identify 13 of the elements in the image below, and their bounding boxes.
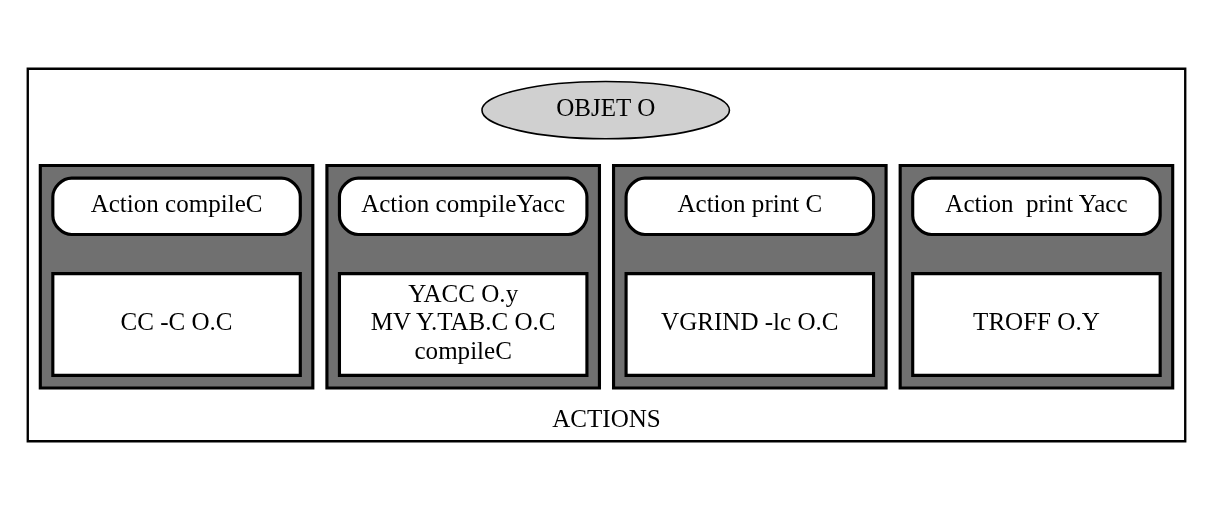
node-box: Action print Yacc — [911, 176, 1162, 236]
node-box: Action compileYacc — [337, 176, 589, 236]
cluster — [898, 163, 1175, 389]
node-box: CC -C O.C — [51, 271, 302, 377]
node-box: Action print C — [624, 176, 876, 236]
node-box: TROFF O.Y — [911, 271, 1162, 377]
node-box: YACC O.y MV Y.TAB.C O.C compileC — [337, 271, 589, 377]
cluster — [38, 163, 315, 389]
node-box: VGRIND -lc O.C — [624, 271, 876, 377]
node-box: Action compileC — [51, 176, 302, 236]
node-ellipse: OBJET O — [481, 80, 731, 140]
cluster — [612, 163, 888, 389]
cluster — [325, 163, 601, 389]
